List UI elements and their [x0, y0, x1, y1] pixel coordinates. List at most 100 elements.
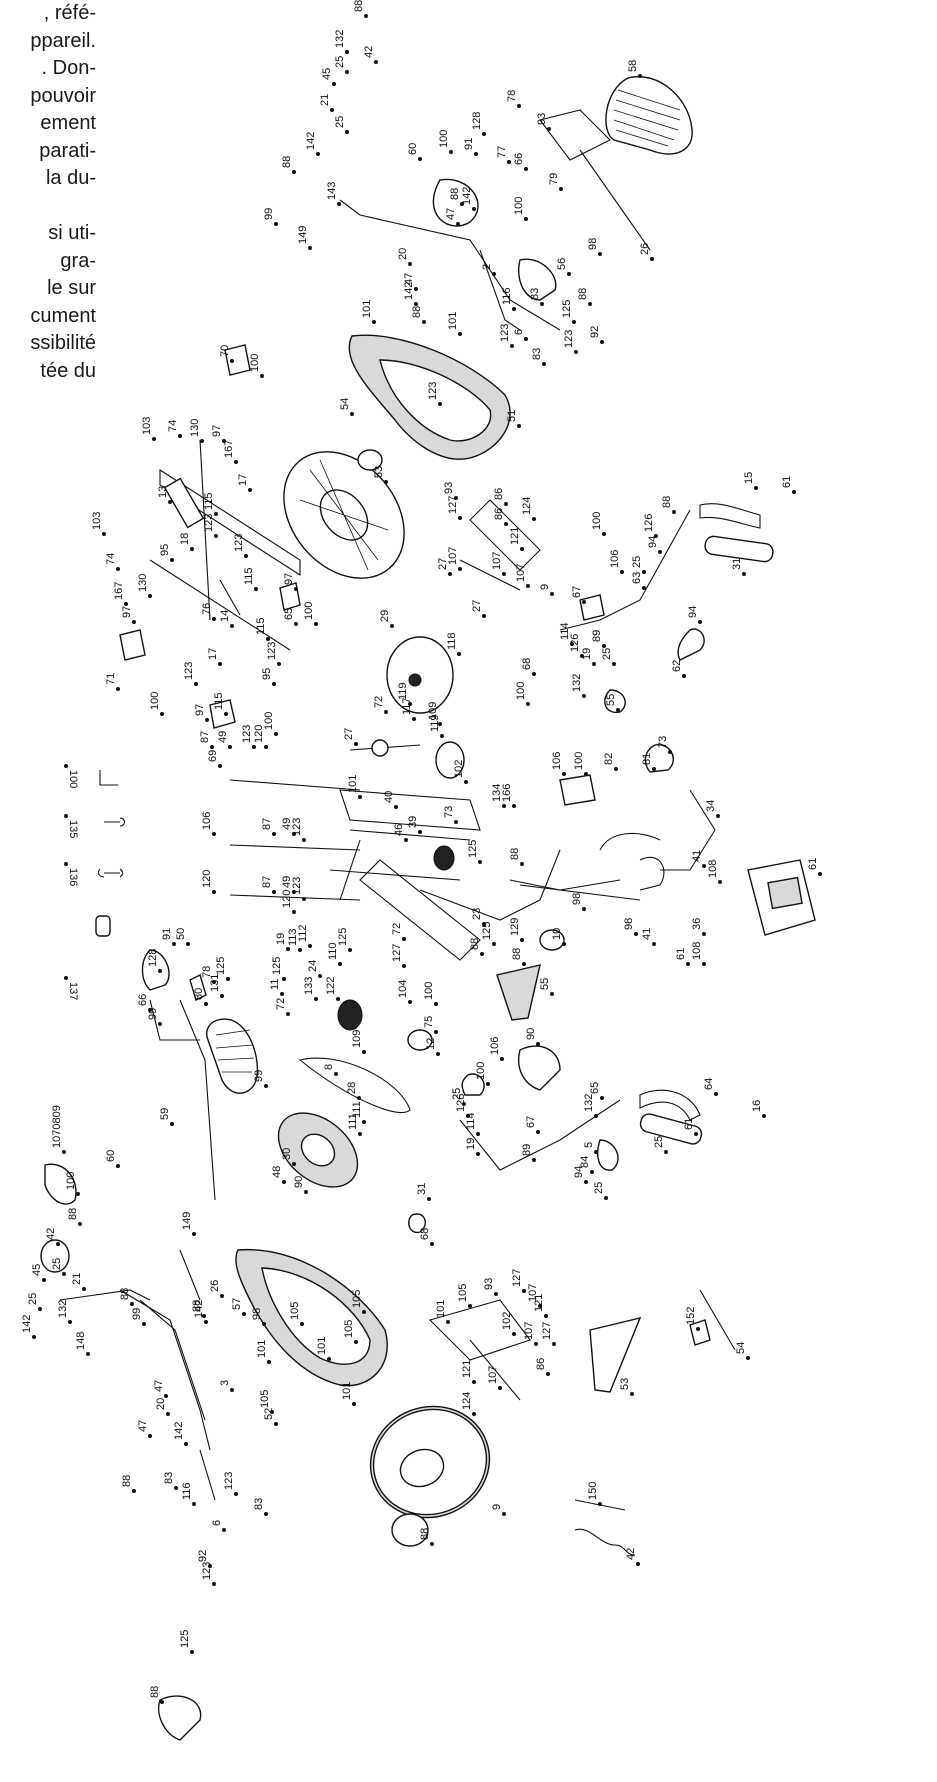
leader-dot	[214, 534, 218, 538]
part-number-label: 94	[573, 1166, 585, 1178]
crank-bracket-bottom	[428, 1289, 736, 1556]
leader-dot	[522, 1289, 526, 1293]
leader-dot	[82, 1287, 86, 1291]
part-number-label: 101	[256, 1340, 268, 1358]
part-number-label: 68	[521, 658, 533, 670]
part-number-label: 148	[75, 1332, 87, 1350]
leader-dot	[158, 969, 162, 973]
leader-dot	[292, 910, 296, 914]
leader-dot	[314, 622, 318, 626]
part-number-label: 143	[326, 182, 338, 200]
leader-dot	[522, 962, 526, 966]
part-number-label: 123	[563, 330, 575, 348]
part-number-label: 97	[194, 704, 206, 716]
leader-dot	[254, 587, 258, 591]
part-number-label: 80	[193, 988, 205, 1000]
leader-dot	[454, 820, 458, 824]
part-number-label: 92	[197, 1550, 209, 1562]
leader-dot	[559, 187, 563, 191]
part-number-label: 137	[67, 982, 79, 1000]
leader-dot	[582, 694, 586, 698]
leader-dot	[158, 1022, 162, 1026]
part-number-label: 70	[219, 345, 231, 357]
part-number-label: 121	[461, 1360, 473, 1378]
leader-dot	[482, 132, 486, 136]
part-number-label: 13	[157, 486, 169, 498]
leader-dot	[464, 780, 468, 784]
leader-dot	[304, 1190, 308, 1194]
leader-dot	[308, 246, 312, 250]
leader-dot	[754, 486, 758, 490]
side-text-line: si uti-	[48, 222, 96, 244]
tools	[95, 770, 126, 937]
part-number-label: 2	[481, 264, 493, 270]
leader-dot	[504, 502, 508, 506]
part-number-label: 45	[321, 68, 333, 80]
part-number-label: 45	[31, 1264, 43, 1276]
part-number-label: 122	[325, 977, 337, 995]
leader-dot	[267, 1360, 271, 1364]
leader-dot	[270, 1410, 274, 1414]
part-number-label: 36	[691, 918, 703, 930]
part-number-label: 25	[51, 1258, 63, 1270]
part-number-label: 17	[237, 474, 249, 486]
leader-dot	[672, 510, 676, 514]
leader-dot	[762, 1114, 766, 1118]
leader-dot	[142, 1322, 146, 1326]
leader-dot	[652, 767, 656, 771]
part-number-label: 149	[297, 226, 309, 244]
leader-dot	[430, 1542, 434, 1546]
part-number-label: 88	[511, 948, 523, 960]
part-number-label: 82	[603, 753, 615, 765]
leader-dot	[512, 1332, 516, 1336]
part-number-label: 98	[623, 918, 635, 930]
part-number-label: 108	[691, 942, 703, 960]
leader-dot	[336, 997, 340, 1001]
part-number-label: 142	[403, 282, 415, 300]
part-number-label: 135	[67, 820, 79, 838]
part-number-label: 123	[203, 514, 215, 532]
part-number-label: 26	[639, 243, 651, 255]
leader-dot	[210, 745, 214, 749]
leader-dot	[716, 814, 720, 818]
leader-dot	[302, 897, 306, 901]
part-number-label: 108	[707, 860, 719, 878]
part-number-label: 87	[261, 876, 273, 888]
leader-dot	[414, 302, 418, 306]
part-number-label: 61	[683, 1118, 695, 1130]
part-number-label: 51	[506, 410, 518, 422]
part-number-label: 64	[703, 1078, 715, 1090]
leader-dot	[636, 1562, 640, 1566]
part-number-label: 106	[201, 812, 213, 830]
part-number-label: 123	[233, 534, 245, 552]
part-number-label: 124	[461, 1392, 473, 1410]
part-number-label: 95	[261, 668, 273, 680]
side-text-line: ssibilité	[30, 332, 96, 354]
part-number-label: 107	[523, 1322, 535, 1340]
part-number-label: 55	[605, 694, 617, 706]
part-number-label: 120	[281, 890, 293, 908]
leader-dot	[616, 708, 620, 712]
part-number-label: 75	[423, 1016, 435, 1028]
part-number-label: 117	[401, 697, 413, 715]
part-number-label: 100	[303, 602, 315, 620]
leader-dot	[334, 1072, 338, 1076]
leader-dot	[502, 572, 506, 576]
part-number-label: 61	[781, 476, 793, 488]
part-number-label: 86	[535, 1358, 547, 1370]
part-number-label: 127	[447, 496, 459, 514]
leader-dot	[458, 332, 462, 336]
part-number-label: 52	[263, 1408, 275, 1420]
leader-dot	[354, 1340, 358, 1344]
leader-dot	[512, 804, 516, 808]
part-number-label: 123	[291, 818, 303, 836]
console-assembly	[519, 744, 816, 951]
leader-dot	[494, 1292, 498, 1296]
part-number-label: 118	[446, 632, 458, 650]
part-number-label: 67	[571, 586, 583, 598]
leader-dot	[476, 1152, 480, 1156]
part-number-label: 125	[337, 928, 349, 946]
part-number-label: 88	[661, 496, 673, 508]
leader-dot	[600, 340, 604, 344]
part-number-label: 61	[675, 948, 687, 960]
